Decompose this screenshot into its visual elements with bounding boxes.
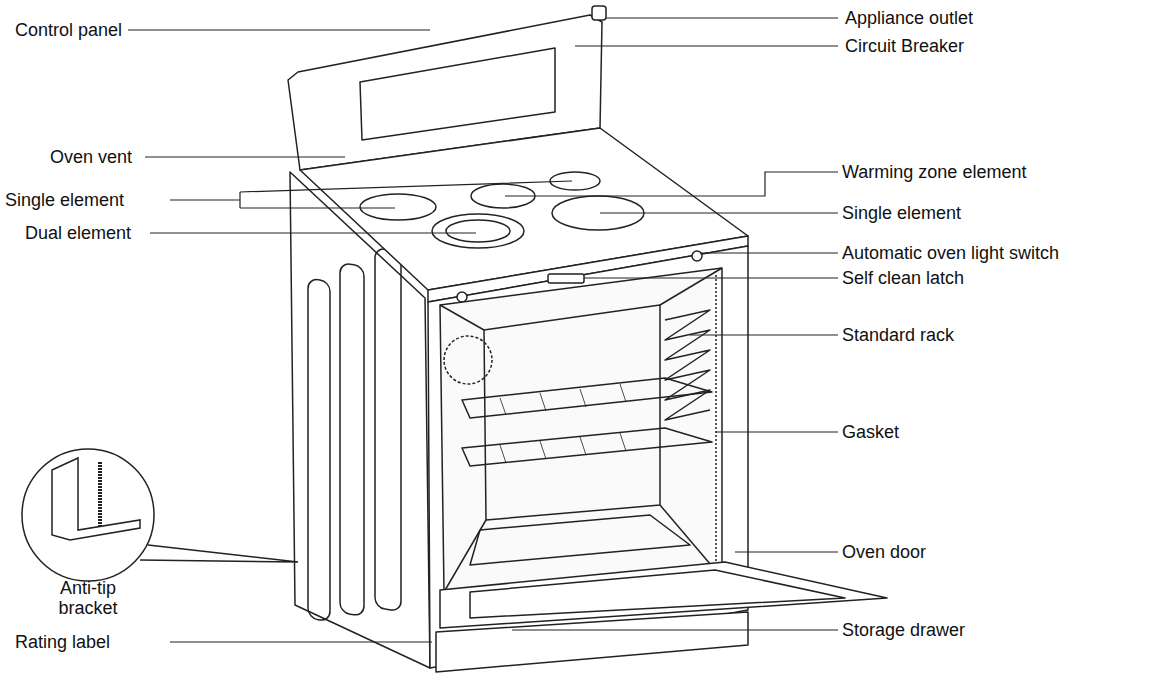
leader-line: [606, 17, 838, 18]
part-label: Single element: [5, 190, 124, 210]
part-label: Automatic oven light switch: [842, 243, 1059, 263]
oven-floor: [470, 515, 690, 565]
cavity-edge: [440, 305, 484, 330]
storage-drawer: [436, 612, 748, 672]
leader-line: [716, 431, 838, 432]
bracket-screw: [98, 462, 102, 528]
cavity-edge: [660, 268, 722, 305]
control-panel-display: [360, 48, 555, 140]
part-label: Appliance outlet: [845, 8, 973, 28]
leader-line: [150, 232, 476, 233]
rack-wire: [620, 433, 626, 451]
oven-cavity: [440, 268, 722, 592]
rack-wire: [540, 393, 546, 411]
leader-line: [505, 172, 838, 196]
anti-tip-callout: [22, 449, 298, 581]
part-label: Self clean latch: [842, 268, 964, 288]
appliance-outlet: [592, 6, 606, 20]
side-panel-rib: [308, 278, 330, 621]
rack-wire: [620, 384, 626, 402]
rack-wire: [540, 441, 546, 459]
leader-line: [700, 252, 838, 253]
leader-line: [600, 212, 838, 213]
convection-fan: [444, 336, 492, 384]
part-label: Oven door: [842, 542, 926, 562]
part-label: Single element: [842, 203, 961, 223]
rack-wire: [580, 389, 586, 407]
leader-lines: [128, 18, 838, 642]
leader-line: [690, 334, 838, 335]
single-element: [360, 194, 436, 220]
oven-back-wall: [484, 305, 660, 520]
rack-wires: [500, 384, 626, 463]
part-label: Rating label: [15, 632, 110, 652]
side-panel-rib: [375, 248, 401, 612]
leader-line: [128, 29, 430, 30]
rack-wire: [500, 398, 506, 415]
standard-rack: [462, 428, 712, 466]
callout-pointer: [140, 545, 298, 562]
part-label: Storage drawer: [842, 620, 965, 640]
part-label: Warming zone element: [842, 162, 1026, 182]
dual-element-inner: [446, 220, 510, 242]
leader-line: [170, 641, 432, 642]
callout-circle: [22, 449, 154, 581]
leader-line: [512, 629, 838, 630]
rack-wire: [500, 445, 506, 463]
rack-supports: [665, 310, 710, 420]
door-window: [470, 570, 845, 618]
leader-line: [735, 551, 838, 552]
part-label: Circuit Breaker: [845, 36, 964, 56]
leader-line: [575, 45, 838, 46]
anti-tip-bracket: [52, 458, 140, 540]
gasket: [715, 275, 717, 575]
leader-line: [584, 277, 838, 278]
part-label: Gasket: [842, 422, 899, 442]
self-clean-latch: [548, 274, 584, 283]
leader-line: [170, 181, 572, 208]
part-label: Standard rack: [842, 325, 954, 345]
dual-element-outer: [432, 214, 524, 248]
leader-line: [145, 156, 345, 157]
standard-rack: [462, 378, 712, 418]
part-label: Oven vent: [50, 147, 132, 167]
range-body: [288, 6, 887, 672]
light-switch: [457, 292, 467, 302]
part-label: Anti-tip bracket: [40, 578, 136, 618]
part-label: Control panel: [15, 20, 122, 40]
side-panel-rib: [340, 263, 364, 616]
rack-wire: [580, 437, 586, 455]
part-label: Dual element: [25, 223, 131, 243]
